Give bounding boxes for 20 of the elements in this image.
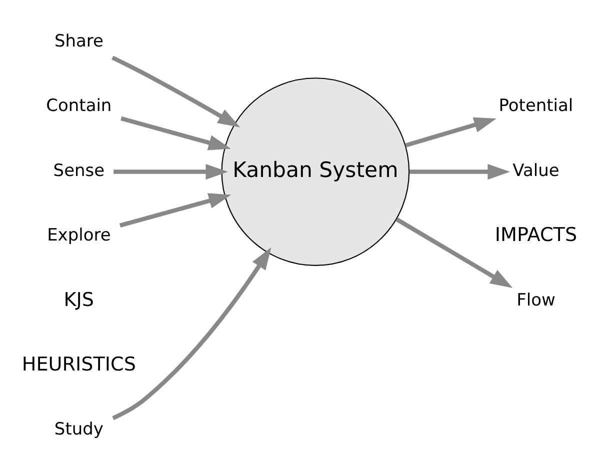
node-text: Sense [53, 160, 105, 180]
arrow [405, 116, 496, 147]
arrow [409, 163, 510, 180]
label: HEURISTICS [22, 352, 136, 376]
arrow [396, 216, 513, 288]
node-text: Potential [498, 96, 574, 116]
node-text: Flow [516, 290, 556, 310]
label: KJS [64, 287, 94, 310]
node-text: Explore [47, 225, 111, 246]
arrow [112, 246, 272, 420]
node-text: Share [54, 30, 104, 51]
arrow [119, 192, 232, 227]
arrow [111, 55, 240, 127]
node-text: Study [54, 419, 104, 440]
arrow [114, 163, 228, 180]
node-text: Contain [46, 96, 112, 116]
node-circle: Kanban System [221, 77, 410, 266]
arrow [120, 116, 231, 150]
node-text: Value [512, 160, 560, 180]
label: IMPACTS [494, 222, 578, 246]
